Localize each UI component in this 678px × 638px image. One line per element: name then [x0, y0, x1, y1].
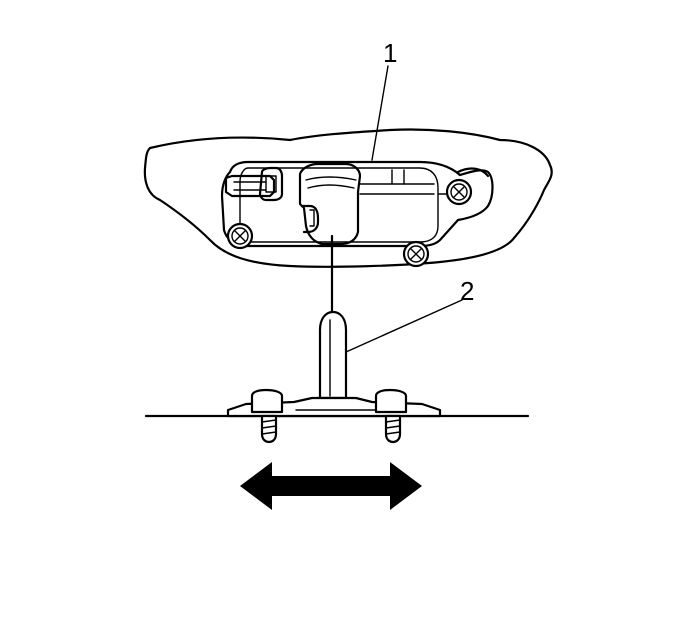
latch-housing — [143, 128, 553, 268]
callout-1-label: 1 — [383, 38, 397, 68]
latch-mechanism — [220, 160, 494, 248]
phillips-screw-icon — [402, 240, 430, 268]
striker — [226, 310, 442, 444]
callout-1-leader — [371, 65, 389, 161]
phillips-screw-icon — [445, 178, 473, 206]
double-headed-arrow-icon — [240, 462, 422, 510]
callout-2-leader — [345, 299, 463, 353]
phillips-screw-icon — [226, 222, 254, 250]
callout-2-label: 2 — [460, 276, 474, 306]
